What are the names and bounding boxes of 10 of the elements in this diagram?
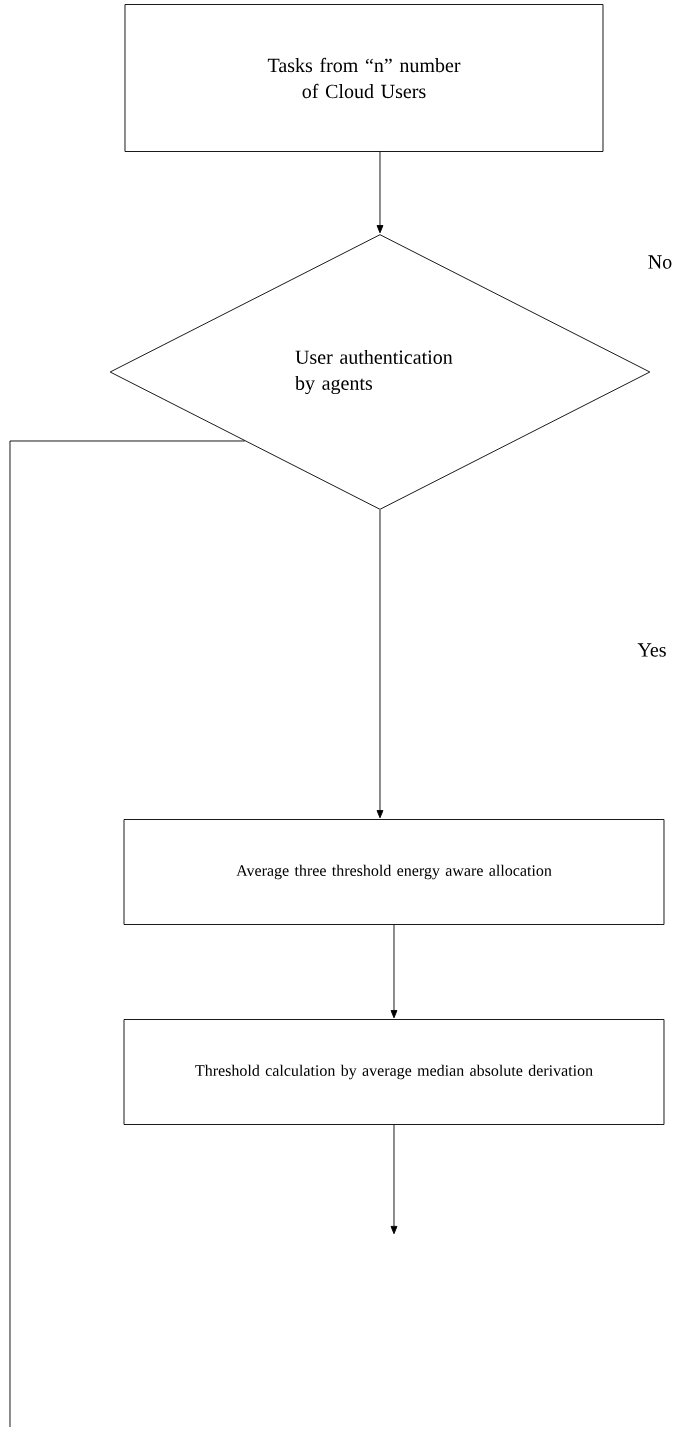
process-box: Threshold calculation by average median absolute derivation: [123, 1019, 665, 1125]
arrow: [390, 924, 398, 1019]
arrow: [376, 509, 384, 819]
arrow: [390, 1124, 398, 1235]
branch-label: No: [648, 255, 672, 269]
branch-label: Yes: [637, 643, 666, 657]
process-box: Average three threshold energy aware allocation: [123, 819, 665, 925]
arrow: [376, 151, 384, 234]
connector-line: [9, 440, 246, 1428]
process-box: Tasks from “n” number of Cloud Users: [124, 4, 604, 152]
